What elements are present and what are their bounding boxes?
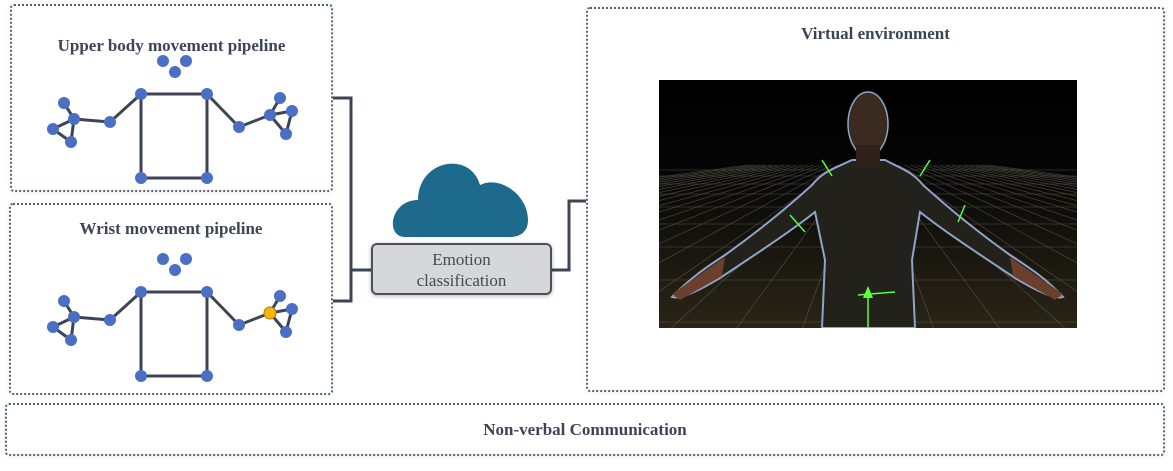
avatar-hand-right: [1010, 257, 1063, 300]
skeleton-joint: [135, 286, 147, 298]
skeleton-joint: [169, 264, 181, 276]
skeleton-edge: [108, 290, 143, 322]
skeleton-edge: [205, 290, 241, 327]
avatar-body: [670, 159, 1065, 328]
skeleton-joint: [280, 326, 292, 338]
skeleton-joint: [180, 55, 192, 67]
skeleton-joint: [180, 253, 192, 265]
cloud-icon: [392, 163, 528, 237]
emotion-classification-line2: classification: [416, 271, 507, 290]
non-verbal-communication-title: Non-verbal Communication: [483, 420, 687, 439]
skeleton-joint: [201, 172, 213, 184]
skeleton-joint: [68, 113, 80, 125]
skeleton-joint: [58, 97, 70, 109]
upper-body-pipeline-title: Upper body movement pipeline: [57, 36, 286, 55]
skeleton-joint: [274, 290, 286, 302]
skeleton-joint: [280, 128, 292, 140]
avatar-render-image: [659, 80, 1077, 328]
connectors: [333, 96, 586, 303]
virtual-environment-title: Virtual environment: [801, 24, 950, 43]
non-verbal-communication-panel: Non-verbal Communication: [5, 403, 1165, 456]
skeleton-joint: [264, 109, 276, 121]
skeleton-joint: [104, 314, 116, 326]
highlighted-joint: [263, 306, 277, 320]
skeleton-joint: [286, 105, 298, 117]
avatar-hand-left: [672, 257, 725, 300]
skeleton-joint: [201, 88, 213, 100]
upper-body-skeleton: [47, 55, 298, 184]
skeleton-joint: [286, 303, 298, 315]
skeleton-joint: [201, 286, 213, 298]
skeleton-joint: [157, 253, 169, 265]
skeleton-joint: [233, 121, 245, 133]
emotion-classification-box: Emotion classification: [371, 243, 552, 295]
skeleton-joint: [135, 88, 147, 100]
skeleton-joint: [274, 92, 286, 104]
skeleton-joint: [169, 66, 181, 78]
wrist-skeleton: [47, 253, 298, 382]
skeleton-edge: [108, 92, 143, 124]
skeleton-joint: [65, 136, 77, 148]
skeleton-edge: [205, 92, 241, 129]
connector-right: [552, 199, 586, 272]
skeleton-edge: [73, 315, 111, 322]
skeleton-joint: [68, 311, 80, 323]
connector-left: [333, 96, 353, 303]
skeleton-joint: [157, 55, 169, 67]
skeleton-joint: [135, 172, 147, 184]
skeleton-joint: [104, 116, 116, 128]
skeleton-joint: [233, 319, 245, 331]
skeleton-joint: [47, 321, 59, 333]
emotion-classification-line1: Emotion: [432, 250, 491, 269]
skeleton-edge: [73, 117, 111, 124]
skeleton-joint: [58, 295, 70, 307]
wrist-pipeline-title: Wrist movement pipeline: [79, 219, 263, 238]
skeleton-joint: [47, 123, 59, 135]
skeleton-joint: [135, 370, 147, 382]
skeleton-joint: [201, 370, 213, 382]
skeleton-joint: [65, 334, 77, 346]
